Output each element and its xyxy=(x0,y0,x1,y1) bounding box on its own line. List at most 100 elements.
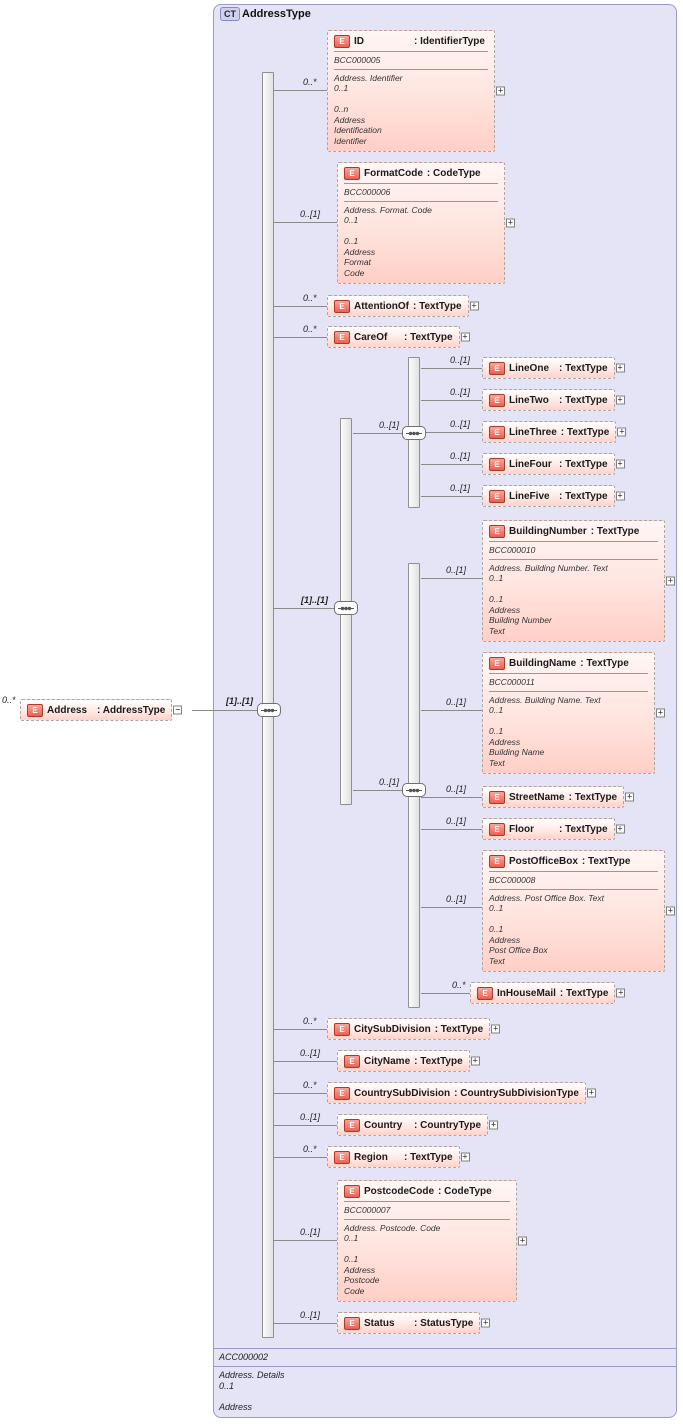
expand-button-floor[interactable]: + xyxy=(615,823,625,834)
expand-button-country[interactable]: + xyxy=(489,1119,499,1130)
element-name: Country xyxy=(364,1119,403,1131)
cardinality-country: 0..[1] xyxy=(300,1112,321,1122)
bcc-code: BCC000007 xyxy=(344,1205,391,1215)
cardinality-choice: [1]..[1] xyxy=(301,595,328,605)
expand-button-attentionof[interactable]: + xyxy=(469,300,479,311)
element-icon: E xyxy=(334,1022,350,1036)
element-icon: E xyxy=(334,1150,350,1164)
element-icon: E xyxy=(27,703,43,717)
collapse-button[interactable]: − xyxy=(173,704,183,715)
element-type: : StatusType xyxy=(414,1317,474,1329)
expand-button-linetwo[interactable]: + xyxy=(615,394,625,405)
element-docs: Address. Identifier 0..1 0..n Address Id… xyxy=(334,72,403,146)
element-name: LineFour xyxy=(509,458,552,470)
element-box-status: E Status : StatusType + xyxy=(337,1312,491,1334)
element-type: : TextType xyxy=(559,987,609,999)
element-type: : TextType xyxy=(413,300,462,312)
element-name: FormatCode xyxy=(364,168,423,179)
expand-button-citysubdivision[interactable]: + xyxy=(491,1023,501,1034)
expand-button-lineone[interactable]: + xyxy=(615,362,625,373)
element-type: : TextType xyxy=(559,458,608,470)
element-name: LineFive xyxy=(509,490,550,502)
element-type: : TextType xyxy=(559,394,608,406)
element-box-countrysubdivision: E CountrySubDivision : CountrySubDivisio… xyxy=(327,1082,596,1104)
element-name: StreetName xyxy=(509,791,565,803)
element-header: E BuildingNumber : TextType xyxy=(489,525,658,538)
separator xyxy=(489,673,648,674)
element-type: : TextType xyxy=(559,490,608,502)
expand-button-region[interactable]: + xyxy=(460,1151,470,1162)
sequence-icon-lines xyxy=(402,426,426,440)
expand-button-buildingnumber[interactable]: + xyxy=(666,575,675,586)
sequence-icon-building xyxy=(402,783,426,797)
cardinality-lineone: 0..[1] xyxy=(450,355,471,365)
element-name: BuildingNumber xyxy=(509,526,587,537)
expand-button-linethree[interactable]: + xyxy=(617,426,627,437)
bcc-code: BCC000011 xyxy=(489,677,535,687)
expand-button-inhousemail[interactable]: + xyxy=(616,987,626,998)
expand-button-countrysubdivision[interactable]: + xyxy=(586,1087,596,1098)
element-box-formatcode: E FormatCode : CodeType BCC000006 Addres… xyxy=(337,162,515,284)
element-type: : TextType xyxy=(559,823,608,835)
expand-button-postofficebox[interactable]: + xyxy=(666,905,675,916)
cardinality-floor: 0..[1] xyxy=(446,816,467,826)
element-box-postcodecode: E PostcodeCode : CodeType BCC000007 Addr… xyxy=(337,1180,527,1302)
cardinality-formatcode: 0..[1] xyxy=(300,209,321,219)
cardinality-postofficebox: 0..[1] xyxy=(446,894,467,904)
element-docs: Address. Format. Code 0..1 0..1 Address … xyxy=(344,204,432,278)
expand-button-buildingname[interactable]: + xyxy=(656,707,665,718)
expand-button-formatcode[interactable]: + xyxy=(506,217,515,228)
separator xyxy=(489,690,648,692)
element-box-country: E Country : CountryType + xyxy=(337,1114,499,1136)
element-type: : IdentifierType xyxy=(414,36,485,47)
element-box-linethree: E LineThree : TextType + xyxy=(482,421,627,443)
cardinality-buildingnumber: 0..[1] xyxy=(446,565,467,575)
element-icon: E xyxy=(489,790,505,804)
element-type: : AddressType xyxy=(97,704,166,716)
expand-button-status[interactable]: + xyxy=(481,1317,491,1328)
element-icon: E xyxy=(489,393,505,407)
element-icon: E xyxy=(334,35,350,48)
expand-button-linefive[interactable]: + xyxy=(615,490,625,501)
element-box-lineone: E LineOne : TextType + xyxy=(482,357,625,379)
element-box-citysubdivision: E CitySubDivision : TextType + xyxy=(327,1018,501,1040)
element-name: Status xyxy=(364,1317,395,1329)
element-box-floor: E Floor : TextType + xyxy=(482,818,625,840)
separator xyxy=(344,1201,510,1202)
expand-button-streetname[interactable]: + xyxy=(625,791,635,802)
expand-button-id[interactable]: + xyxy=(496,85,505,96)
separator xyxy=(334,68,488,70)
cardinality-region: 0..* xyxy=(303,1144,317,1154)
separator xyxy=(344,200,498,202)
element-box-inhousemail: E InHouseMail : TextType + xyxy=(470,982,626,1004)
element-docs: Address. Building Number. Text 0..1 0..1… xyxy=(489,562,608,636)
expand-button-cityname[interactable]: + xyxy=(470,1055,480,1066)
element-icon: E xyxy=(334,299,350,313)
element-box-linefive: E LineFive : TextType + xyxy=(482,485,625,507)
element-docs: Address. Building Name. Text 0..1 0..1 A… xyxy=(489,694,601,768)
element-name: PostcodeCode xyxy=(364,1186,435,1197)
cardinality-id: 0..* xyxy=(303,77,317,87)
expand-button-linefour[interactable]: + xyxy=(615,458,625,469)
element-type: : CodeType xyxy=(426,168,481,179)
element-header: E PostcodeCode : CodeType xyxy=(344,1185,510,1198)
element-box-buildingnumber: E BuildingNumber : TextType BCC000010 Ad… xyxy=(482,520,675,642)
bcc-code: BCC000005 xyxy=(334,55,381,65)
expand-button-postcodecode[interactable]: + xyxy=(518,1235,527,1246)
footer-separator xyxy=(214,1348,676,1349)
ct-title: AddressType xyxy=(242,8,311,20)
element-docs: Address. Post Office Box. Text 0..1 0..1… xyxy=(489,892,604,966)
element-type: : TextType xyxy=(434,1023,484,1035)
element-icon: E xyxy=(489,657,505,670)
expand-button-careof[interactable]: + xyxy=(460,331,470,342)
element-name: Floor xyxy=(509,823,534,835)
element-type: : TextType xyxy=(580,658,629,669)
footer-separator-2 xyxy=(214,1366,676,1367)
element-icon: E xyxy=(489,489,505,503)
element-icon: E xyxy=(334,330,350,344)
element-icon: E xyxy=(489,822,505,836)
cardinality-address: 0..* xyxy=(2,695,16,705)
separator xyxy=(344,1218,510,1220)
